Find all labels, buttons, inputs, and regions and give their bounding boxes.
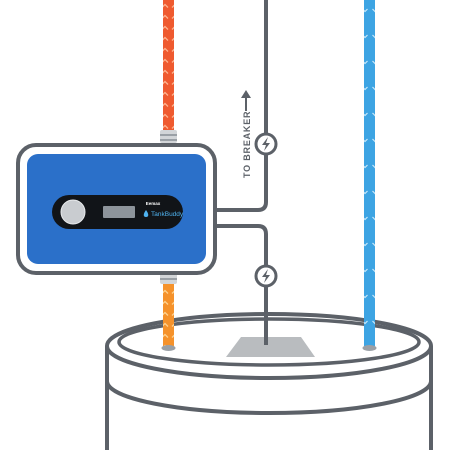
breaker-label: TO BREAKER bbox=[242, 111, 252, 178]
cold-pipe-tank-port bbox=[362, 345, 377, 351]
warm-pipe-tank-port bbox=[161, 345, 176, 351]
wire-to-tank bbox=[210, 224, 268, 345]
hot-pipe-fitting bbox=[160, 130, 177, 143]
lightning-bolt-icon bbox=[254, 132, 278, 156]
lightning-bolt-icon bbox=[254, 264, 278, 288]
tank-outlet-pipe bbox=[160, 269, 177, 351]
tankbuddy-logo-icon bbox=[143, 210, 149, 217]
tank-buddy-device: Eemax TankBuddy bbox=[16, 143, 217, 275]
device-display bbox=[103, 206, 135, 218]
water-heater-tank bbox=[105, 312, 433, 450]
wire-to-breaker bbox=[210, 0, 268, 212]
arrow-up-icon bbox=[241, 90, 251, 111]
cold-water-pipe bbox=[362, 0, 377, 351]
brand-label: Eemax bbox=[146, 201, 161, 206]
tank-body bbox=[105, 346, 433, 450]
hot-water-outlet-pipe bbox=[160, 0, 177, 143]
control-knob[interactable] bbox=[61, 200, 85, 224]
breaker-annotation: TO BREAKER bbox=[241, 90, 252, 178]
tank-top-outer bbox=[105, 312, 433, 380]
electrical-wiring bbox=[210, 0, 268, 345]
tank-top-inner bbox=[117, 317, 421, 367]
product-label: TankBuddy bbox=[151, 211, 184, 218]
junction-plate bbox=[226, 337, 315, 357]
